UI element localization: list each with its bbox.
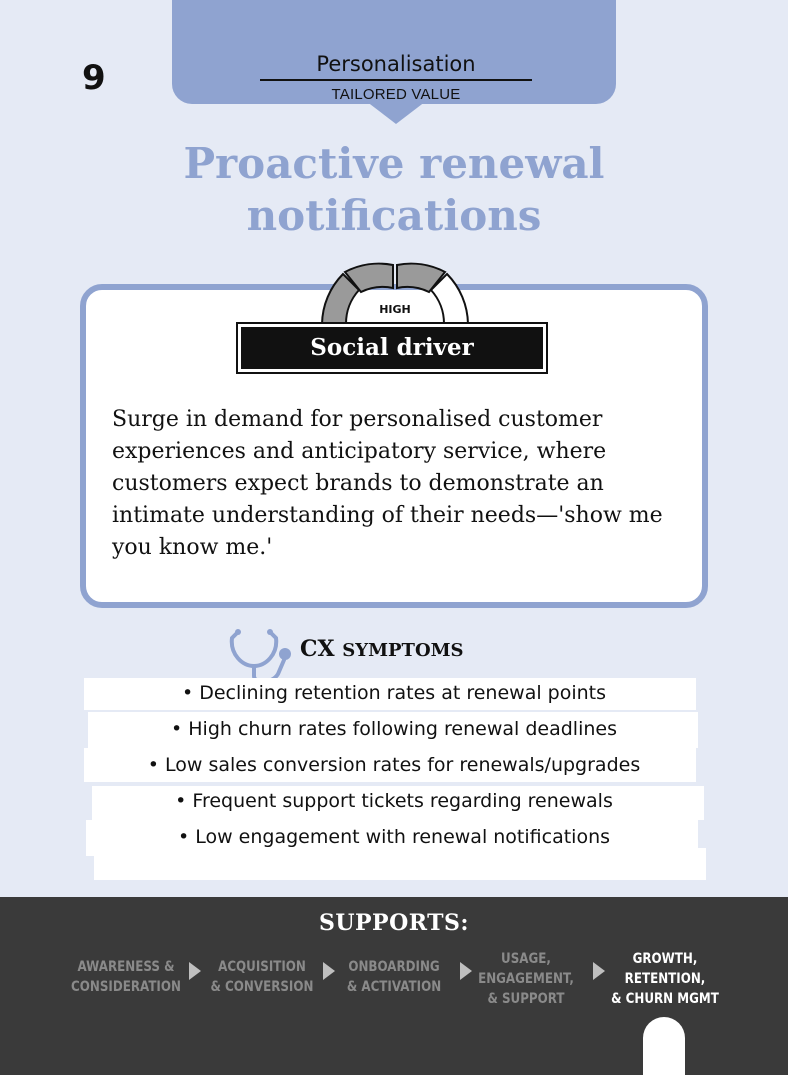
stage-line: GROWTH, (632, 951, 698, 967)
driver-description: Surge in demand for personalised custome… (112, 407, 663, 560)
stage-line: & CHURN MGMT (611, 991, 719, 1007)
driver-label-box: Social driver (236, 322, 548, 374)
gauge-segment-2 (343, 262, 394, 294)
card-title-line1: Proactive renewal (183, 139, 605, 188)
stage-line: USAGE, (501, 951, 551, 967)
stage-arrow-icon (593, 962, 605, 980)
symptoms-title-main: CX (300, 636, 343, 662)
category-divider (260, 79, 532, 81)
card-number: 9 (82, 58, 106, 98)
supports-title: SUPPORTS: (318, 910, 470, 936)
stage-arrow-icon (189, 962, 201, 980)
symptom-item: • Low engagement with renewal notificati… (177, 826, 611, 848)
stage-usage: USAGE, ENGAGEMENT, & SUPPORT (475, 949, 577, 1009)
stage-arrow-icon (323, 962, 335, 980)
card-title: Proactive renewal notifications (94, 138, 694, 242)
stage-line: ONBOARDING (348, 959, 440, 975)
stage-line: AWARENESS & (77, 959, 175, 975)
symptom-strip (94, 848, 706, 880)
stage-line: ACQUISITION (218, 959, 306, 975)
driver-level: HIGH (379, 303, 411, 316)
category-tab (172, 0, 616, 104)
subcategory-label: TAILORED VALUE (331, 86, 461, 103)
stage-line: RETENTION, (624, 971, 706, 987)
category-label: Personalisation (316, 52, 476, 76)
symptom-item: • Frequent support tickets regarding ren… (175, 790, 613, 812)
stage-line: CONSIDERATION (71, 979, 181, 995)
symptom-strip (84, 748, 696, 782)
stage-line: & CONVERSION (210, 979, 314, 995)
driver-gauge-icon: HIGH (320, 262, 470, 325)
stage-awareness: AWARENESS & CONSIDERATION (67, 957, 186, 997)
stage-line: & ACTIVATION (346, 979, 442, 995)
active-stage-marker (643, 1017, 685, 1075)
symptoms-title: CX SYMPTOMS (300, 636, 464, 662)
stage-growth: GROWTH, RETENTION, & CHURN MGMT (608, 949, 722, 1009)
symptom-strip (92, 786, 704, 820)
symptom-item: • High churn rates following renewal dea… (171, 718, 617, 740)
symptom-strip (88, 712, 698, 748)
driver-card (80, 284, 708, 608)
gauge-segment-1 (320, 272, 361, 325)
stage-line: & SUPPORT (487, 991, 565, 1007)
stage-arrow-icon (460, 962, 472, 980)
card-title-line2: notifications (246, 191, 542, 240)
stage-acquisition: ACQUISITION & CONVERSION (207, 957, 318, 997)
gauge-segment-3 (396, 262, 447, 294)
symptom-item: • Low sales conversion rates for renewal… (147, 754, 641, 776)
stage-line: ENGAGEMENT, (478, 971, 574, 987)
symptoms-title-sc: SYMPTOMS (342, 640, 464, 661)
symptom-item: • Declining retention rates at renewal p… (181, 682, 607, 704)
symptom-strip (84, 678, 696, 710)
stage-onboarding: ONBOARDING & ACTIVATION (343, 957, 445, 997)
driver-label: Social driver (241, 327, 543, 369)
category-tab-point (362, 98, 430, 124)
